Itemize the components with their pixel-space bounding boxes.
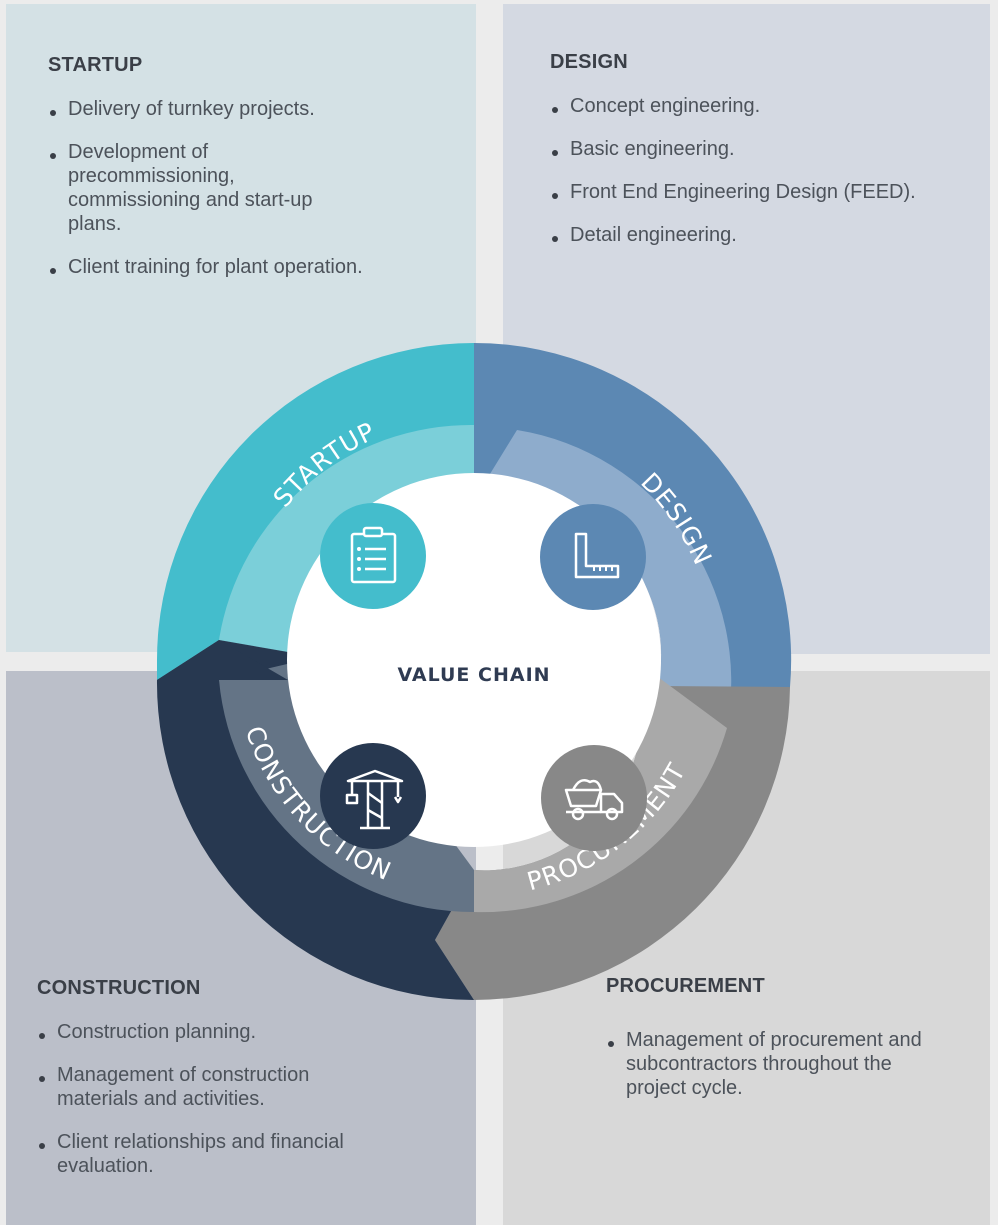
- startup-item: Client training for plant operation.: [48, 255, 438, 279]
- construction-block: CONSTRUCTION Construction planning. Mana…: [37, 977, 437, 1197]
- design-item: Front End Engineering Design (FEED).: [550, 180, 980, 204]
- startup-heading: STARTUP: [48, 54, 143, 76]
- construction-heading: CONSTRUCTION: [37, 977, 201, 999]
- construction-list: Construction planning. Management of con…: [37, 1020, 437, 1178]
- startup-block: STARTUP Delivery of turnkey projects. De…: [48, 54, 438, 298]
- procurement-list: Management of procurement and subcontrac…: [606, 1028, 986, 1100]
- tower-crane-icon: [320, 743, 426, 849]
- startup-item: Delivery of turnkey projects.: [48, 97, 438, 121]
- dump-truck-icon: [541, 745, 647, 851]
- procurement-block: PROCUREMENT Management of procurement an…: [606, 975, 986, 1119]
- startup-item: Development of precommissioning, commiss…: [48, 140, 318, 236]
- construction-inner-band: [219, 680, 474, 913]
- ruler-square-icon: [540, 504, 646, 610]
- center-label: VALUE CHAIN: [397, 664, 550, 686]
- design-block: DESIGN Concept engineering. Basic engine…: [550, 51, 980, 266]
- construction-item: Construction planning.: [37, 1020, 437, 1044]
- construction-item: Management of construction materials and…: [37, 1063, 377, 1111]
- design-item: Basic engineering.: [550, 137, 980, 161]
- procurement-item: Management of procurement and subcontrac…: [606, 1028, 946, 1100]
- construction-item: Client relationships and financial evalu…: [37, 1130, 417, 1178]
- design-inner-segment: [474, 430, 732, 728]
- design-heading: DESIGN: [550, 51, 628, 73]
- design-list: Concept engineering. Basic engineering. …: [550, 94, 980, 247]
- startup-list: Delivery of turnkey projects. Developmen…: [48, 97, 438, 279]
- clipboard-checklist-icon: [320, 503, 426, 609]
- design-item: Detail engineering.: [550, 223, 980, 247]
- procurement-heading: PROCUREMENT: [606, 975, 765, 997]
- procurement-inner-segment: [474, 657, 727, 913]
- design-item: Concept engineering.: [550, 94, 980, 118]
- startup-arrow-tip: [157, 640, 288, 680]
